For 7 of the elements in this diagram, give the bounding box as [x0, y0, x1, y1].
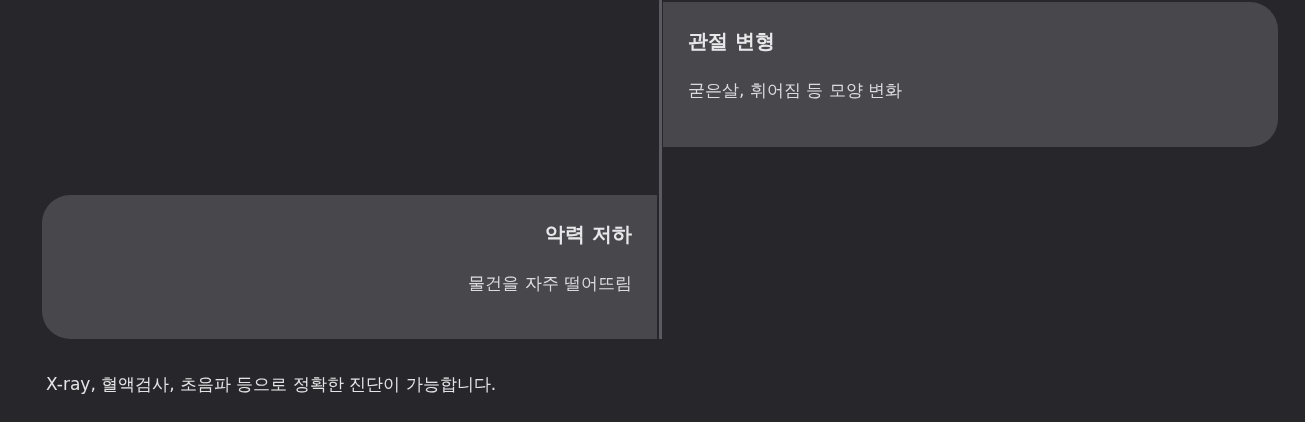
timeline-card — [42, 195, 657, 339]
card-description: 굳은살, 휘어짐 등 모양 변화 — [688, 79, 903, 102]
card-title: 악력 저하 — [545, 221, 632, 248]
note-text: X-ray, 혈액검사, 초음파 등으로 정확한 진단이 가능합니다. — [46, 373, 497, 396]
card-description: 물건을 자주 떨어뜨림 — [468, 272, 632, 295]
card-title: 관절 변형 — [688, 28, 775, 55]
timeline-card — [663, 2, 1278, 147]
